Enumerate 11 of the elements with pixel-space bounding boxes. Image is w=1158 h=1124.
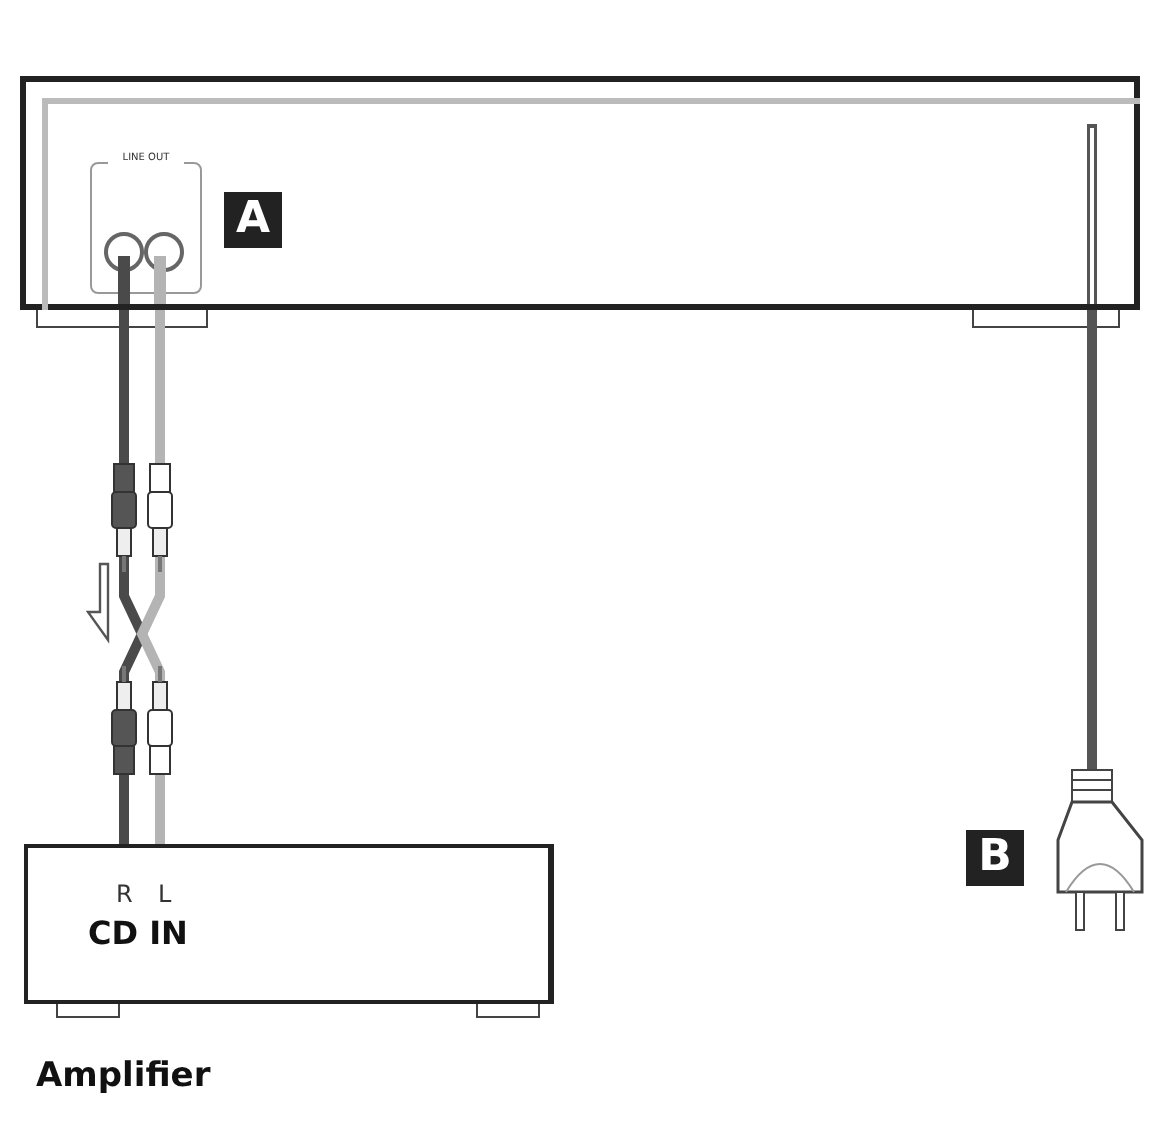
device-heading: Amplifier xyxy=(36,1056,211,1096)
audio-cable xyxy=(136,310,165,844)
power-cord xyxy=(1087,310,1097,770)
power-plug-drawing xyxy=(1056,769,1144,931)
input-label: CD IN xyxy=(88,914,188,952)
audio-cable xyxy=(119,310,148,844)
callout-letter: B xyxy=(966,830,1024,886)
callout-letter: A xyxy=(224,192,282,248)
cd-player-drawing xyxy=(20,76,1140,310)
jack-label: R xyxy=(116,880,133,908)
jack-label: L xyxy=(158,880,172,908)
